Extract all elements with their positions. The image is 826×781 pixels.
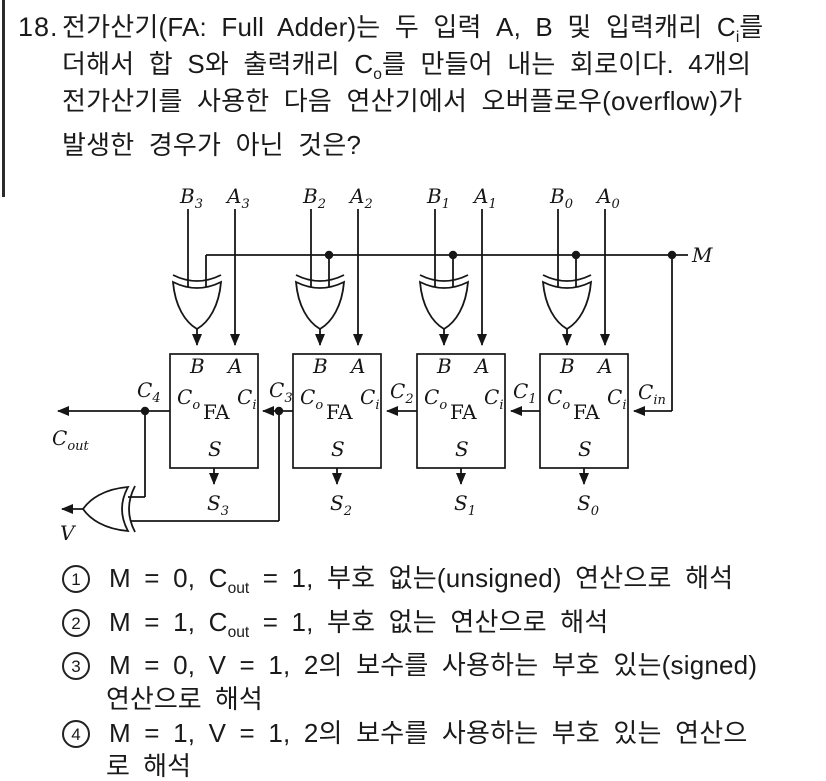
fa-ci-port-label: Ci <box>360 385 379 413</box>
choice-2-text: M = 1, Cout = 1, 부호 없는 연산으로 해석 <box>109 607 608 648</box>
input-label-a1: A1 <box>472 184 497 212</box>
choice-4-line2: 로 해석 <box>106 751 191 781</box>
carry-label-c3: C3 <box>269 378 293 406</box>
question-line-4: 발생한 경우가 아닌 것은? <box>62 130 820 160</box>
fa-b-port-label: B <box>436 354 452 378</box>
xor-gate-bit1 <box>418 274 470 346</box>
choice-1-number: 1 <box>62 565 90 593</box>
fa-ci-port-label: Ci <box>484 385 503 413</box>
input-label-b1: B1 <box>426 184 450 212</box>
choice-2: 2 M = 1, Cout = 1, 부호 없는 연산으로 해석 <box>62 607 608 648</box>
fa-box-bit1: B A Co FA Ci S <box>416 353 506 469</box>
choice-3-number: 3 <box>62 652 90 680</box>
question-line-2-post: 를 만들어 내는 회로이다. 4개의 <box>381 49 752 79</box>
junction-dot <box>324 250 334 260</box>
fa-name-label: FA <box>450 400 477 424</box>
choice-4-text: M = 1, V = 1, 2의 보수를 사용하는 부호 있는 연산으 <box>109 718 747 748</box>
v-label: V <box>60 521 77 545</box>
choice-3-text: M = 0, V = 1, 2의 보수를 사용하는 부호 있는(signed) <box>109 650 757 680</box>
question-line-3-pre: 전가산기를 사용한 다음 연산기에서 오버플로우(overflow)가 <box>62 86 743 116</box>
choice-4: 4 M = 1, V = 1, 2의 보수를 사용하는 부호 있는 연산으 <box>62 718 747 748</box>
question-line-2-sub: o <box>373 66 382 84</box>
question-line-3: 전가산기를 사용한 다음 연산기에서 오버플로우(overflow)가 <box>62 86 820 116</box>
fa-box-bit0: B A Co FA Ci S <box>539 353 629 469</box>
choice-1-pre: M = 0, C <box>109 563 228 593</box>
input-label-b3: B3 <box>179 184 203 212</box>
fa-a-port-label: A <box>596 354 612 378</box>
choice-2-pre: M = 1, C <box>109 607 228 637</box>
m-label: M <box>691 243 713 267</box>
cout-label: Cout <box>52 426 90 454</box>
question-number: 18. <box>18 12 59 42</box>
fa-s-port-label: S <box>578 437 592 461</box>
v-xor-gate <box>61 485 136 533</box>
fa-ci-port-label: Ci <box>237 385 256 413</box>
junction-dot <box>448 250 458 260</box>
question-line-2: 더해서 합 S와 출력캐리 Co를 만들어 내는 회로이다. 4개의 <box>62 49 820 90</box>
question-line-1-pre: 전가산기(FA: Full Adder)는 두 입력 A, B 및 입력캐리 C <box>62 12 736 42</box>
junction-dot <box>571 250 581 260</box>
fa-a-port-label: A <box>349 354 365 378</box>
question-line-2-pre: 더해서 합 S와 출력캐리 C <box>62 49 374 79</box>
fa-a-port-label: A <box>226 354 242 378</box>
sum-output-wires <box>209 468 589 485</box>
carry-label-cin: Cin <box>638 380 666 408</box>
sum-label-s1: S1 <box>454 491 476 519</box>
xor-gate-bit2 <box>294 274 346 346</box>
fa-co-port-label: Co <box>424 385 447 413</box>
carry-label-c1: C1 <box>513 379 537 407</box>
overflow-tap-wires <box>128 411 280 522</box>
choice-2-number: 2 <box>62 609 90 637</box>
fa-name-label: FA <box>573 400 600 424</box>
choice-1-post: = 1, 부호 없는(unsigned) 연산으로 해석 <box>249 563 734 593</box>
choice-1-text: M = 0, Cout = 1, 부호 없는(unsigned) 연산으로 해석 <box>109 563 733 604</box>
fa-co-port-label: Co <box>177 385 200 413</box>
fa-s-port-label: S <box>455 437 469 461</box>
sum-label-s2: S2 <box>330 491 352 519</box>
sum-label-s0: S0 <box>577 491 599 519</box>
fa-ci-port-label: Ci <box>607 385 626 413</box>
question-line-1: 전가산기(FA: Full Adder)는 두 입력 A, B 및 입력캐리 C… <box>62 12 820 53</box>
choice-1-sub: out <box>227 580 250 598</box>
choice-4-number: 4 <box>62 720 90 748</box>
fa-co-port-label: Co <box>300 385 323 413</box>
page-column-divider <box>2 0 5 197</box>
question-line-1-post: 를 <box>739 12 764 42</box>
fa-s-port-label: S <box>331 437 345 461</box>
carry-label-c2: C2 <box>390 379 414 407</box>
choice-3: 3 M = 0, V = 1, 2의 보수를 사용하는 부호 있는(signed… <box>62 650 757 680</box>
xor-gate-bit0 <box>541 274 593 346</box>
fa-s-port-label: S <box>208 437 222 461</box>
fa-b-port-label: B <box>559 354 575 378</box>
question-line-4-pre: 발생한 경우가 아닌 것은? <box>62 130 362 160</box>
fa-box-bit3: B A Co FA Ci S <box>169 353 259 469</box>
input-label-a0: A0 <box>595 184 620 212</box>
sum-label-s3: S3 <box>207 491 229 519</box>
xor-gate-bit3 <box>171 274 223 346</box>
fa-b-port-label: B <box>189 354 205 378</box>
input-label-b0: B0 <box>549 184 573 212</box>
choice-2-sub: out <box>227 624 250 642</box>
input-label-a2: A2 <box>348 184 373 212</box>
carry-chain-wires <box>57 406 540 416</box>
fa-co-port-label: Co <box>547 385 570 413</box>
input-label-b2: B2 <box>302 184 326 212</box>
choice-2-post: = 1, 부호 없는 연산으로 해석 <box>249 607 609 637</box>
choice-3-line2: 연산으로 해석 <box>106 684 263 714</box>
fa-name-label: FA <box>203 400 230 424</box>
choice-4-pre: M = 1, V = 1, 2의 보수를 사용하는 부호 있는 연산으 <box>109 718 748 748</box>
choice-1: 1 M = 0, Cout = 1, 부호 없는(unsigned) 연산으로 … <box>62 563 733 604</box>
fa-name-label: FA <box>326 400 353 424</box>
question-line-1-sub: i <box>735 29 740 47</box>
m-control-bus <box>205 250 688 416</box>
fa-b-port-label: B <box>312 354 328 378</box>
input-label-a3: A3 <box>225 184 250 212</box>
carry-label-c4: C4 <box>137 378 161 406</box>
a-input-wires <box>230 209 610 346</box>
full-adder-circuit-diagram: B3 A3 B2 A2 B1 A1 B0 A0 M <box>52 184 713 545</box>
fa-a-port-label: A <box>473 354 489 378</box>
b-input-wires <box>187 209 559 288</box>
choice-3-pre: M = 0, V = 1, 2의 보수를 사용하는 부호 있는(signed) <box>109 650 758 680</box>
fa-box-bit2: B A Co FA Ci S <box>292 353 382 469</box>
